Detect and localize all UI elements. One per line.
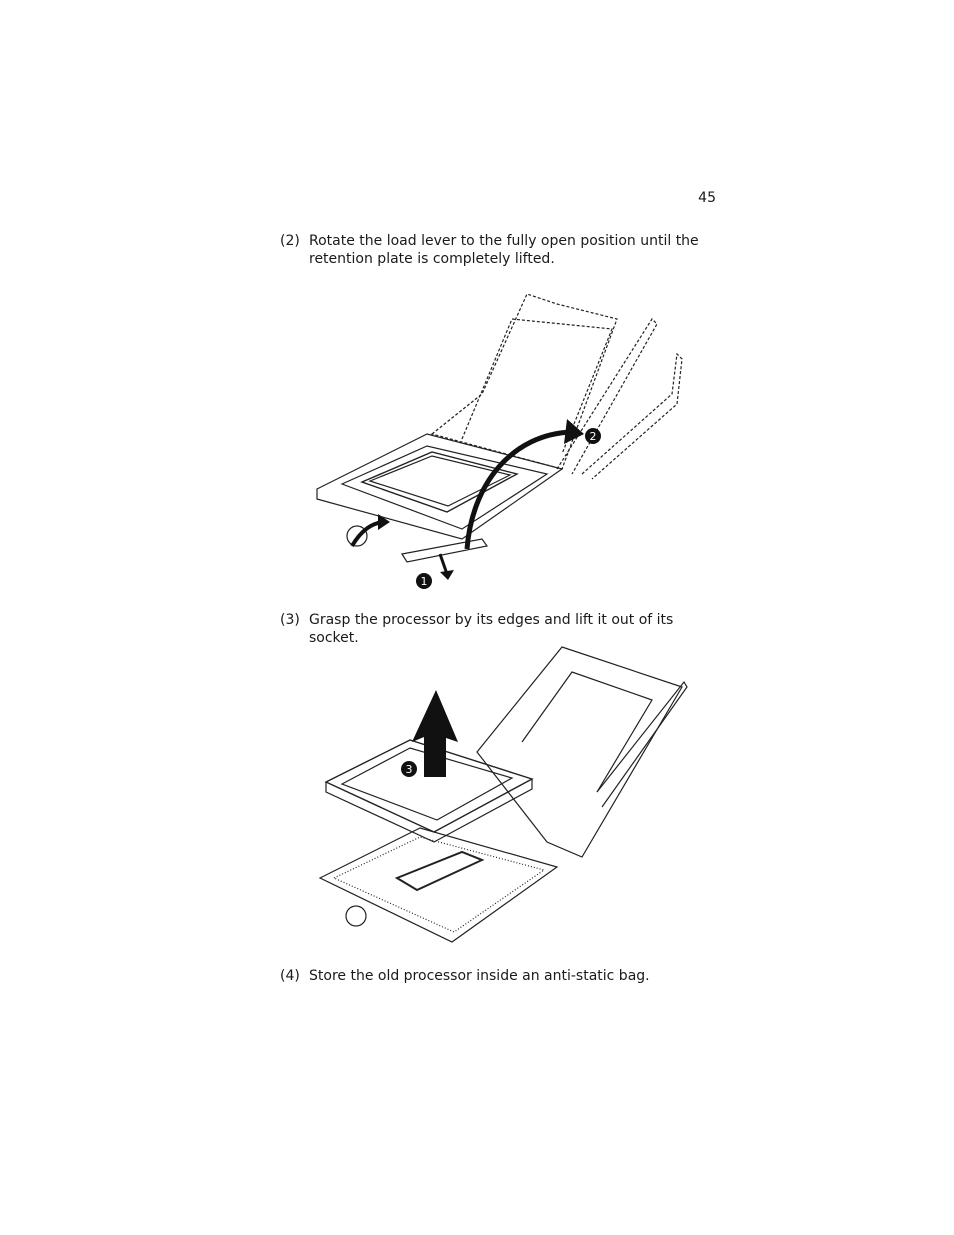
socket-base (316, 433, 564, 540)
load-lever (401, 538, 489, 563)
callout-1: 1 (416, 573, 432, 589)
lever-hinge (346, 525, 368, 547)
callout-2: 2 (585, 428, 601, 444)
arrow-lever-rotate (464, 429, 573, 550)
retention-plate-dashed (430, 293, 618, 470)
retention-plate-open (476, 646, 683, 858)
figure-lift-processor: 3 (318, 646, 688, 943)
step-text: Store the old processor inside an anti-s… (309, 968, 650, 984)
callout-3: 3 (401, 761, 417, 777)
step-number: (4) (280, 968, 300, 984)
load-lever-dashed (556, 318, 658, 475)
step-text: Grasp the processor by its edges and lif… (309, 612, 674, 646)
lever-hinge (345, 905, 367, 927)
callout-3-label: 3 (406, 763, 413, 776)
arrow-lever-down (438, 553, 449, 575)
callout-2-label: 2 (590, 430, 597, 443)
step-2: (2) Rotate the load lever to the fully o… (280, 232, 720, 268)
step-3: (3) Grasp the processor by its edges and… (280, 611, 720, 647)
load-lever-open (596, 680, 688, 808)
arrow-lift-up (412, 690, 458, 777)
step-number: (2) (280, 233, 300, 249)
callout-1-label: 1 (421, 575, 428, 588)
processor (360, 451, 519, 513)
step-number: (3) (280, 612, 300, 628)
socket-with-pins (318, 827, 559, 943)
arrowhead-2 (564, 419, 584, 444)
step-text: Rotate the load lever to the fully open … (309, 233, 699, 267)
figure-open-load-lever: 1 2 (316, 293, 683, 589)
step-4: (4) Store the old processor inside an an… (280, 967, 720, 985)
page-number: 45 (698, 190, 716, 206)
